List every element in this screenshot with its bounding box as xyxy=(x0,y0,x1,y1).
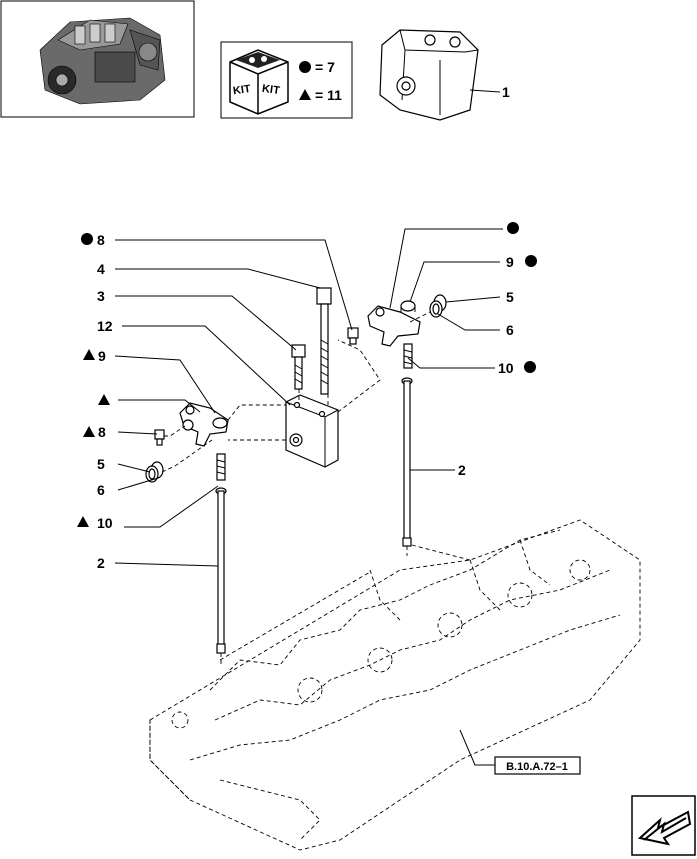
leader-lines xyxy=(114,228,503,766)
rocker-support xyxy=(285,394,339,468)
circle-symbol-icon xyxy=(525,255,537,267)
callout-12: 12 xyxy=(97,318,113,334)
kit-label-right: KIT xyxy=(261,83,280,97)
push-rod-left xyxy=(215,487,227,654)
circle-symbol-icon xyxy=(299,61,311,73)
callout-6-right: 6 xyxy=(506,322,514,338)
adjuster-right xyxy=(403,343,413,369)
triangle-symbol-icon xyxy=(77,516,89,527)
circle-kit-quantity: = 7 xyxy=(315,59,335,75)
reference-tag-label: B.10.A.72–1 xyxy=(506,761,568,773)
reference-tag: B.10.A.72–1 xyxy=(494,756,581,775)
callout-9-left: 9 xyxy=(98,348,106,364)
triangle-symbol-icon xyxy=(299,89,311,100)
circle-symbol-icon xyxy=(507,222,519,234)
cylinder-head xyxy=(149,519,641,851)
kit-label-left: KIT xyxy=(232,83,251,97)
callout-6-left: 6 xyxy=(97,482,105,498)
callout-5-right: 5 xyxy=(506,289,514,305)
callout-5-left: 5 xyxy=(97,456,105,472)
short-bolt xyxy=(291,344,306,390)
triangle-symbol-icon xyxy=(83,349,95,360)
adjusting-screw-top xyxy=(347,327,359,345)
callout-8-top: 8 xyxy=(97,232,105,248)
circle-symbol-icon xyxy=(81,233,93,245)
callout-3: 3 xyxy=(97,288,105,304)
triangle-symbol-icon xyxy=(98,394,110,405)
callout-2-left: 2 xyxy=(97,555,105,571)
assembly-guide-lines xyxy=(161,311,431,665)
rocker-arm-left xyxy=(179,402,229,447)
rocker-arm-right xyxy=(367,300,421,347)
previous-page-arrow-icon[interactable] xyxy=(631,795,696,856)
seal-rings-left xyxy=(145,461,164,483)
kit-box-icon: KIT KIT xyxy=(229,49,289,115)
adjusting-screw-left xyxy=(154,429,165,446)
seal-rings-right xyxy=(429,294,447,318)
push-rod-right xyxy=(401,377,413,547)
callout-1: 1 xyxy=(502,84,510,100)
callout-4: 4 xyxy=(97,261,105,277)
triangle-kit-quantity: = 11 xyxy=(315,87,342,103)
adjuster-left xyxy=(216,453,226,481)
callout-10-right: 10 xyxy=(498,360,514,376)
engine-thumbnail xyxy=(0,0,195,118)
kit-legend: KIT KIT = 7 = 11 xyxy=(220,41,353,119)
triangle-symbol-icon xyxy=(83,426,95,437)
callout-8-left: 8 xyxy=(98,424,106,440)
callout-2-right: 2 xyxy=(458,462,466,478)
long-bolt xyxy=(316,287,332,395)
callout-9-right: 9 xyxy=(506,254,514,270)
callout-10-left: 10 xyxy=(97,515,113,531)
rocker-support-assembly: 1 xyxy=(379,29,510,121)
circle-symbol-icon xyxy=(524,361,536,373)
